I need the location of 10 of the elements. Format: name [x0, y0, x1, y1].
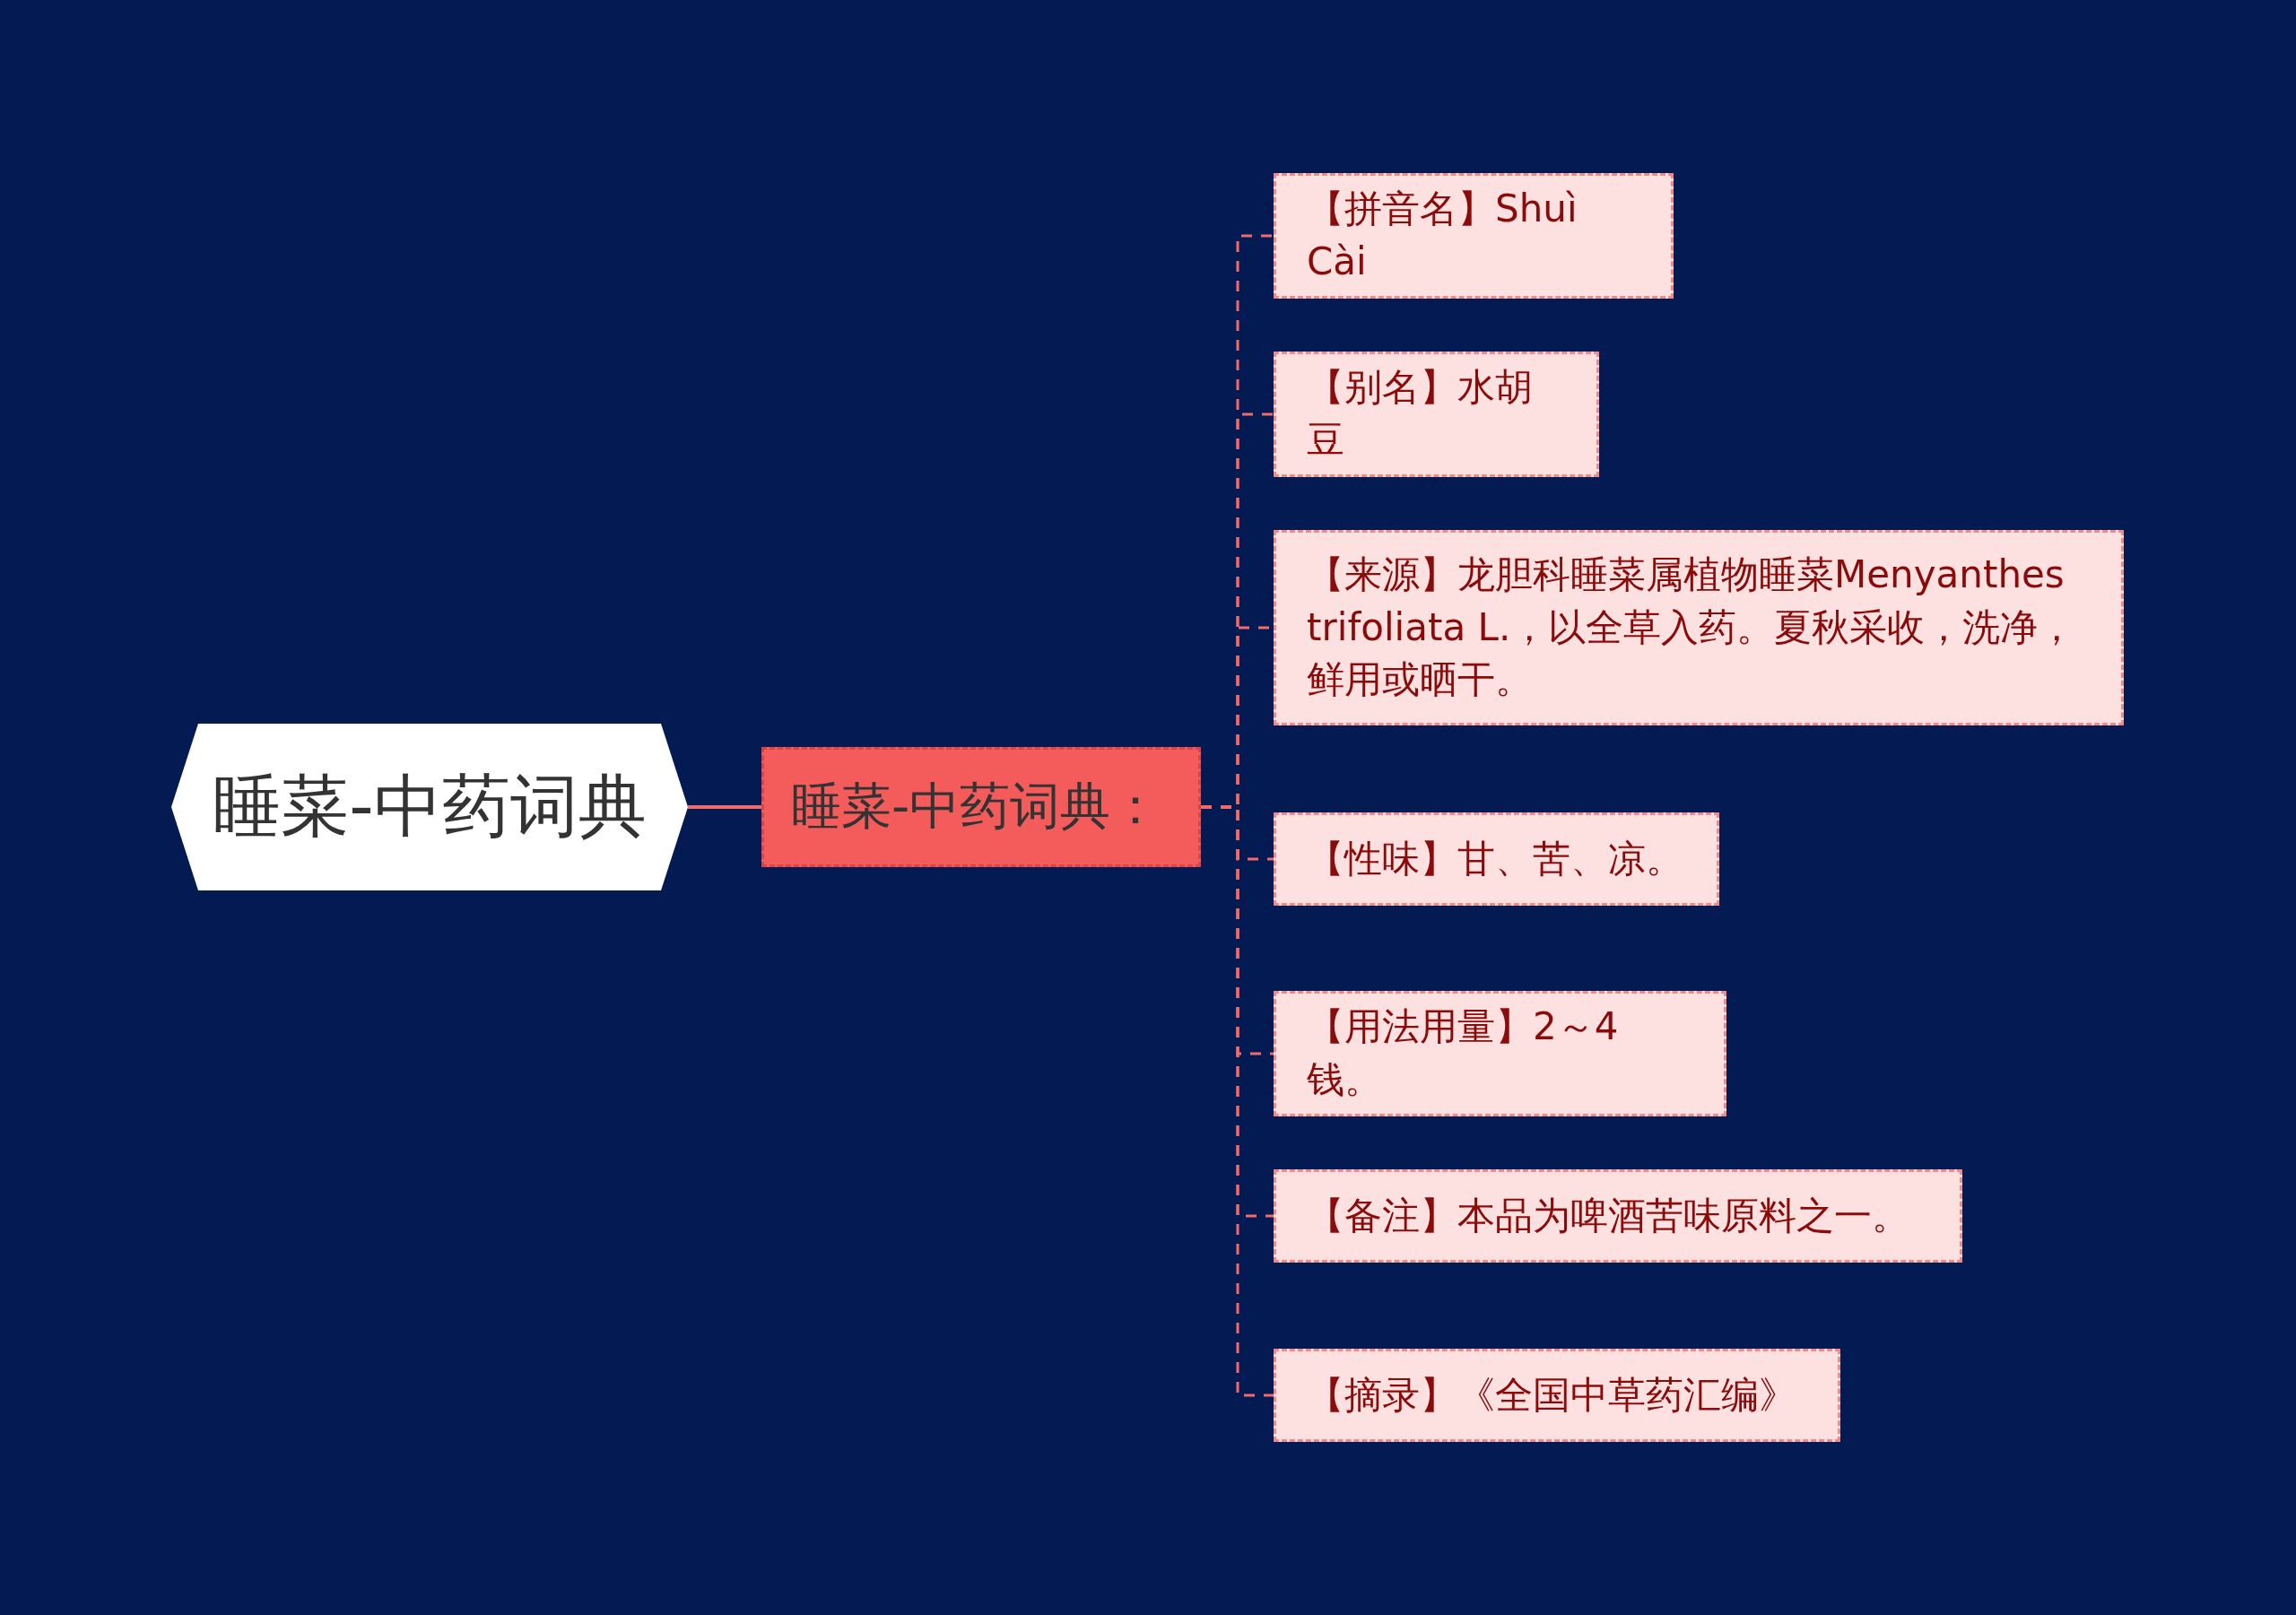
- topic-box: 【摘录】《全国中草药汇编》: [1274, 1349, 1840, 1442]
- topic-box: 睡菜-中药词典：: [761, 747, 1201, 867]
- topic-hexagon: 睡菜-中药词典: [171, 724, 688, 890]
- connector-line: [688, 805, 761, 809]
- topic-box: 【别名】水胡豆: [1274, 352, 1599, 477]
- topic-box: 【来源】龙胆科睡菜属植物睡菜Menyanthes trifoliata L.，以全草入药。夏秋采收，洗净，鲜用或晒干。: [1274, 530, 2124, 725]
- topic-box: 【性味】甘、苦、凉。: [1274, 812, 1719, 906]
- topic-box: 【备注】本品为啤酒苦味原料之一。: [1274, 1169, 1962, 1263]
- topic-box: 【拼音名】Shuì Cài: [1274, 173, 1674, 299]
- topic-box: 【用法用量】2～4钱。: [1274, 991, 1726, 1116]
